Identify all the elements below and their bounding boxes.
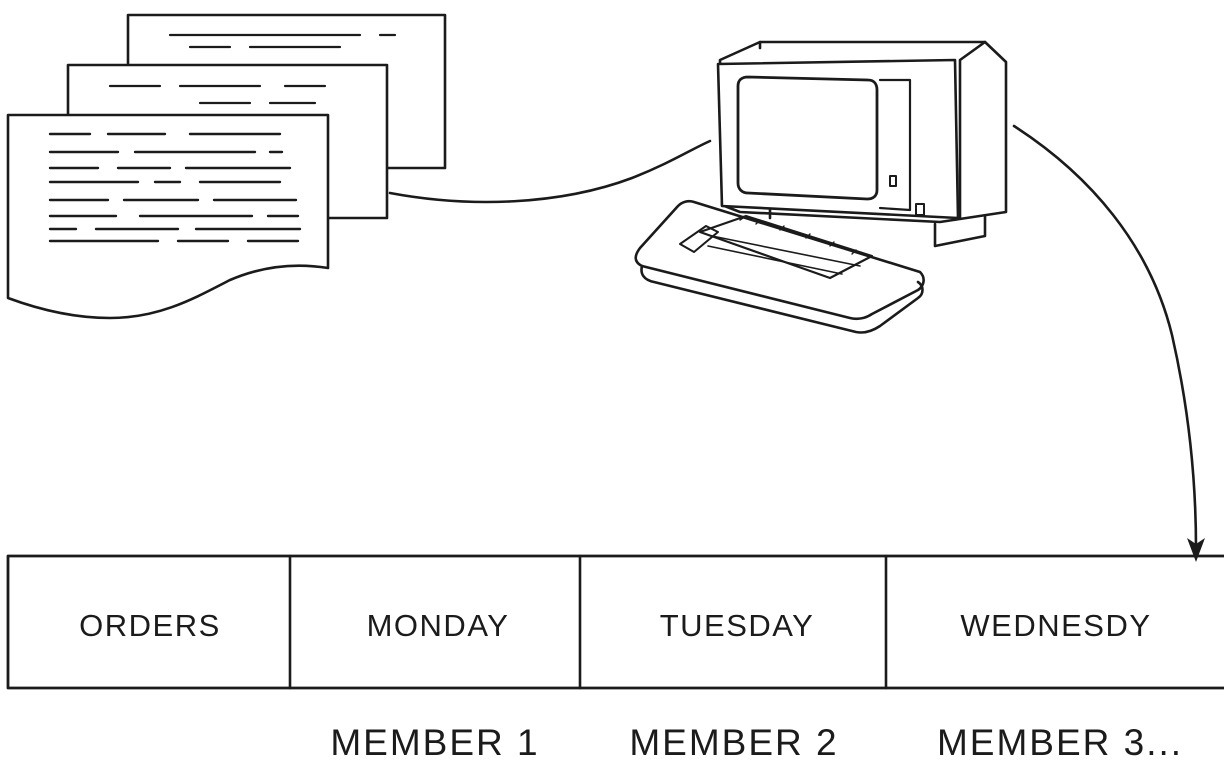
- arrow-head: [1187, 538, 1205, 562]
- segment-label-monday: MONDAY: [367, 608, 510, 643]
- member-label-2: MEMBER 2: [629, 722, 838, 760]
- monitor-stand: [768, 208, 987, 248]
- document-sheet-front: [6, 113, 330, 320]
- segment-label-tuesday: TUESDAY: [660, 608, 815, 643]
- connector-line: [388, 139, 712, 204]
- status-light: [915, 203, 925, 216]
- power-button: [889, 175, 897, 187]
- arrow-icon: [1012, 124, 1205, 562]
- computer-terminal-icon: [634, 40, 1008, 334]
- document-stack-icon: [6, 13, 447, 320]
- segment-label-wednesday: WEDNESDY: [960, 608, 1151, 643]
- dataset-bar: ORDERS MONDAY TUESDAY WEDNESDY: [6, 554, 1224, 690]
- arrow-curve: [1012, 124, 1198, 550]
- member-label-3: MEMBER 3...: [937, 722, 1183, 760]
- keyboard: [634, 199, 925, 334]
- monitor-screen: [736, 75, 879, 201]
- segment-label-orders: ORDERS: [79, 608, 221, 643]
- member-label-1: MEMBER 1: [330, 722, 539, 760]
- member-labels: MEMBER 1 MEMBER 2 MEMBER 3...: [330, 722, 1183, 760]
